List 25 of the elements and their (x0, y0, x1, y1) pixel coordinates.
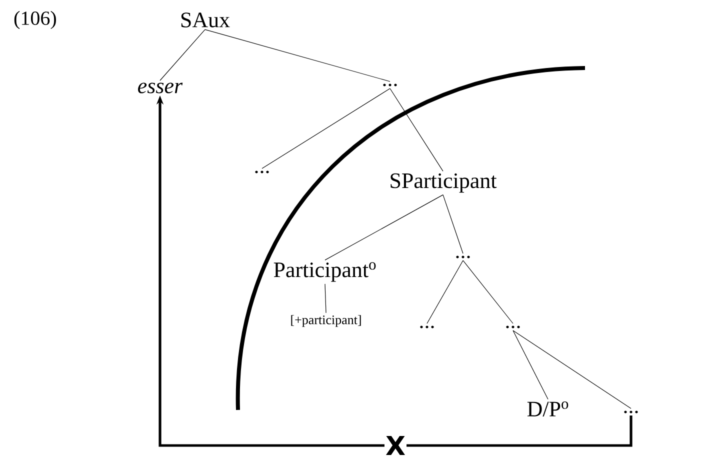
crossed-mark: X (386, 436, 405, 455)
tree-branch (442, 194, 464, 254)
tree-branch (426, 260, 464, 324)
tree-branch (160, 29, 206, 81)
tree-node-label: Participant$^{o}$ (274, 262, 376, 282)
tree-node-label: ... (456, 256, 470, 258)
tree-branch (462, 260, 514, 324)
tree-node-label: ... (255, 170, 269, 174)
tree-node-label: SParticipant (390, 173, 497, 193)
tree-node-label: ... (383, 84, 397, 86)
tree-node-label: ... (420, 326, 434, 328)
tree-node-label: D/P$^{o}$ (527, 402, 568, 416)
tree-node-label: [+participant] (291, 315, 361, 327)
example-number: (106) (14, 10, 56, 30)
tree-branch (512, 330, 632, 409)
tree-branch (262, 88, 390, 169)
tree-branch (204, 29, 390, 82)
tree-node-label: SAux (181, 12, 230, 28)
tree-node-label: esser (138, 82, 183, 94)
tree-node-label: ... (624, 410, 638, 414)
tree-branch (324, 284, 326, 314)
tree-branch (512, 330, 548, 400)
tree-branch (324, 194, 444, 260)
tree-node-label: ... (506, 326, 520, 328)
tree-branch (390, 88, 444, 172)
